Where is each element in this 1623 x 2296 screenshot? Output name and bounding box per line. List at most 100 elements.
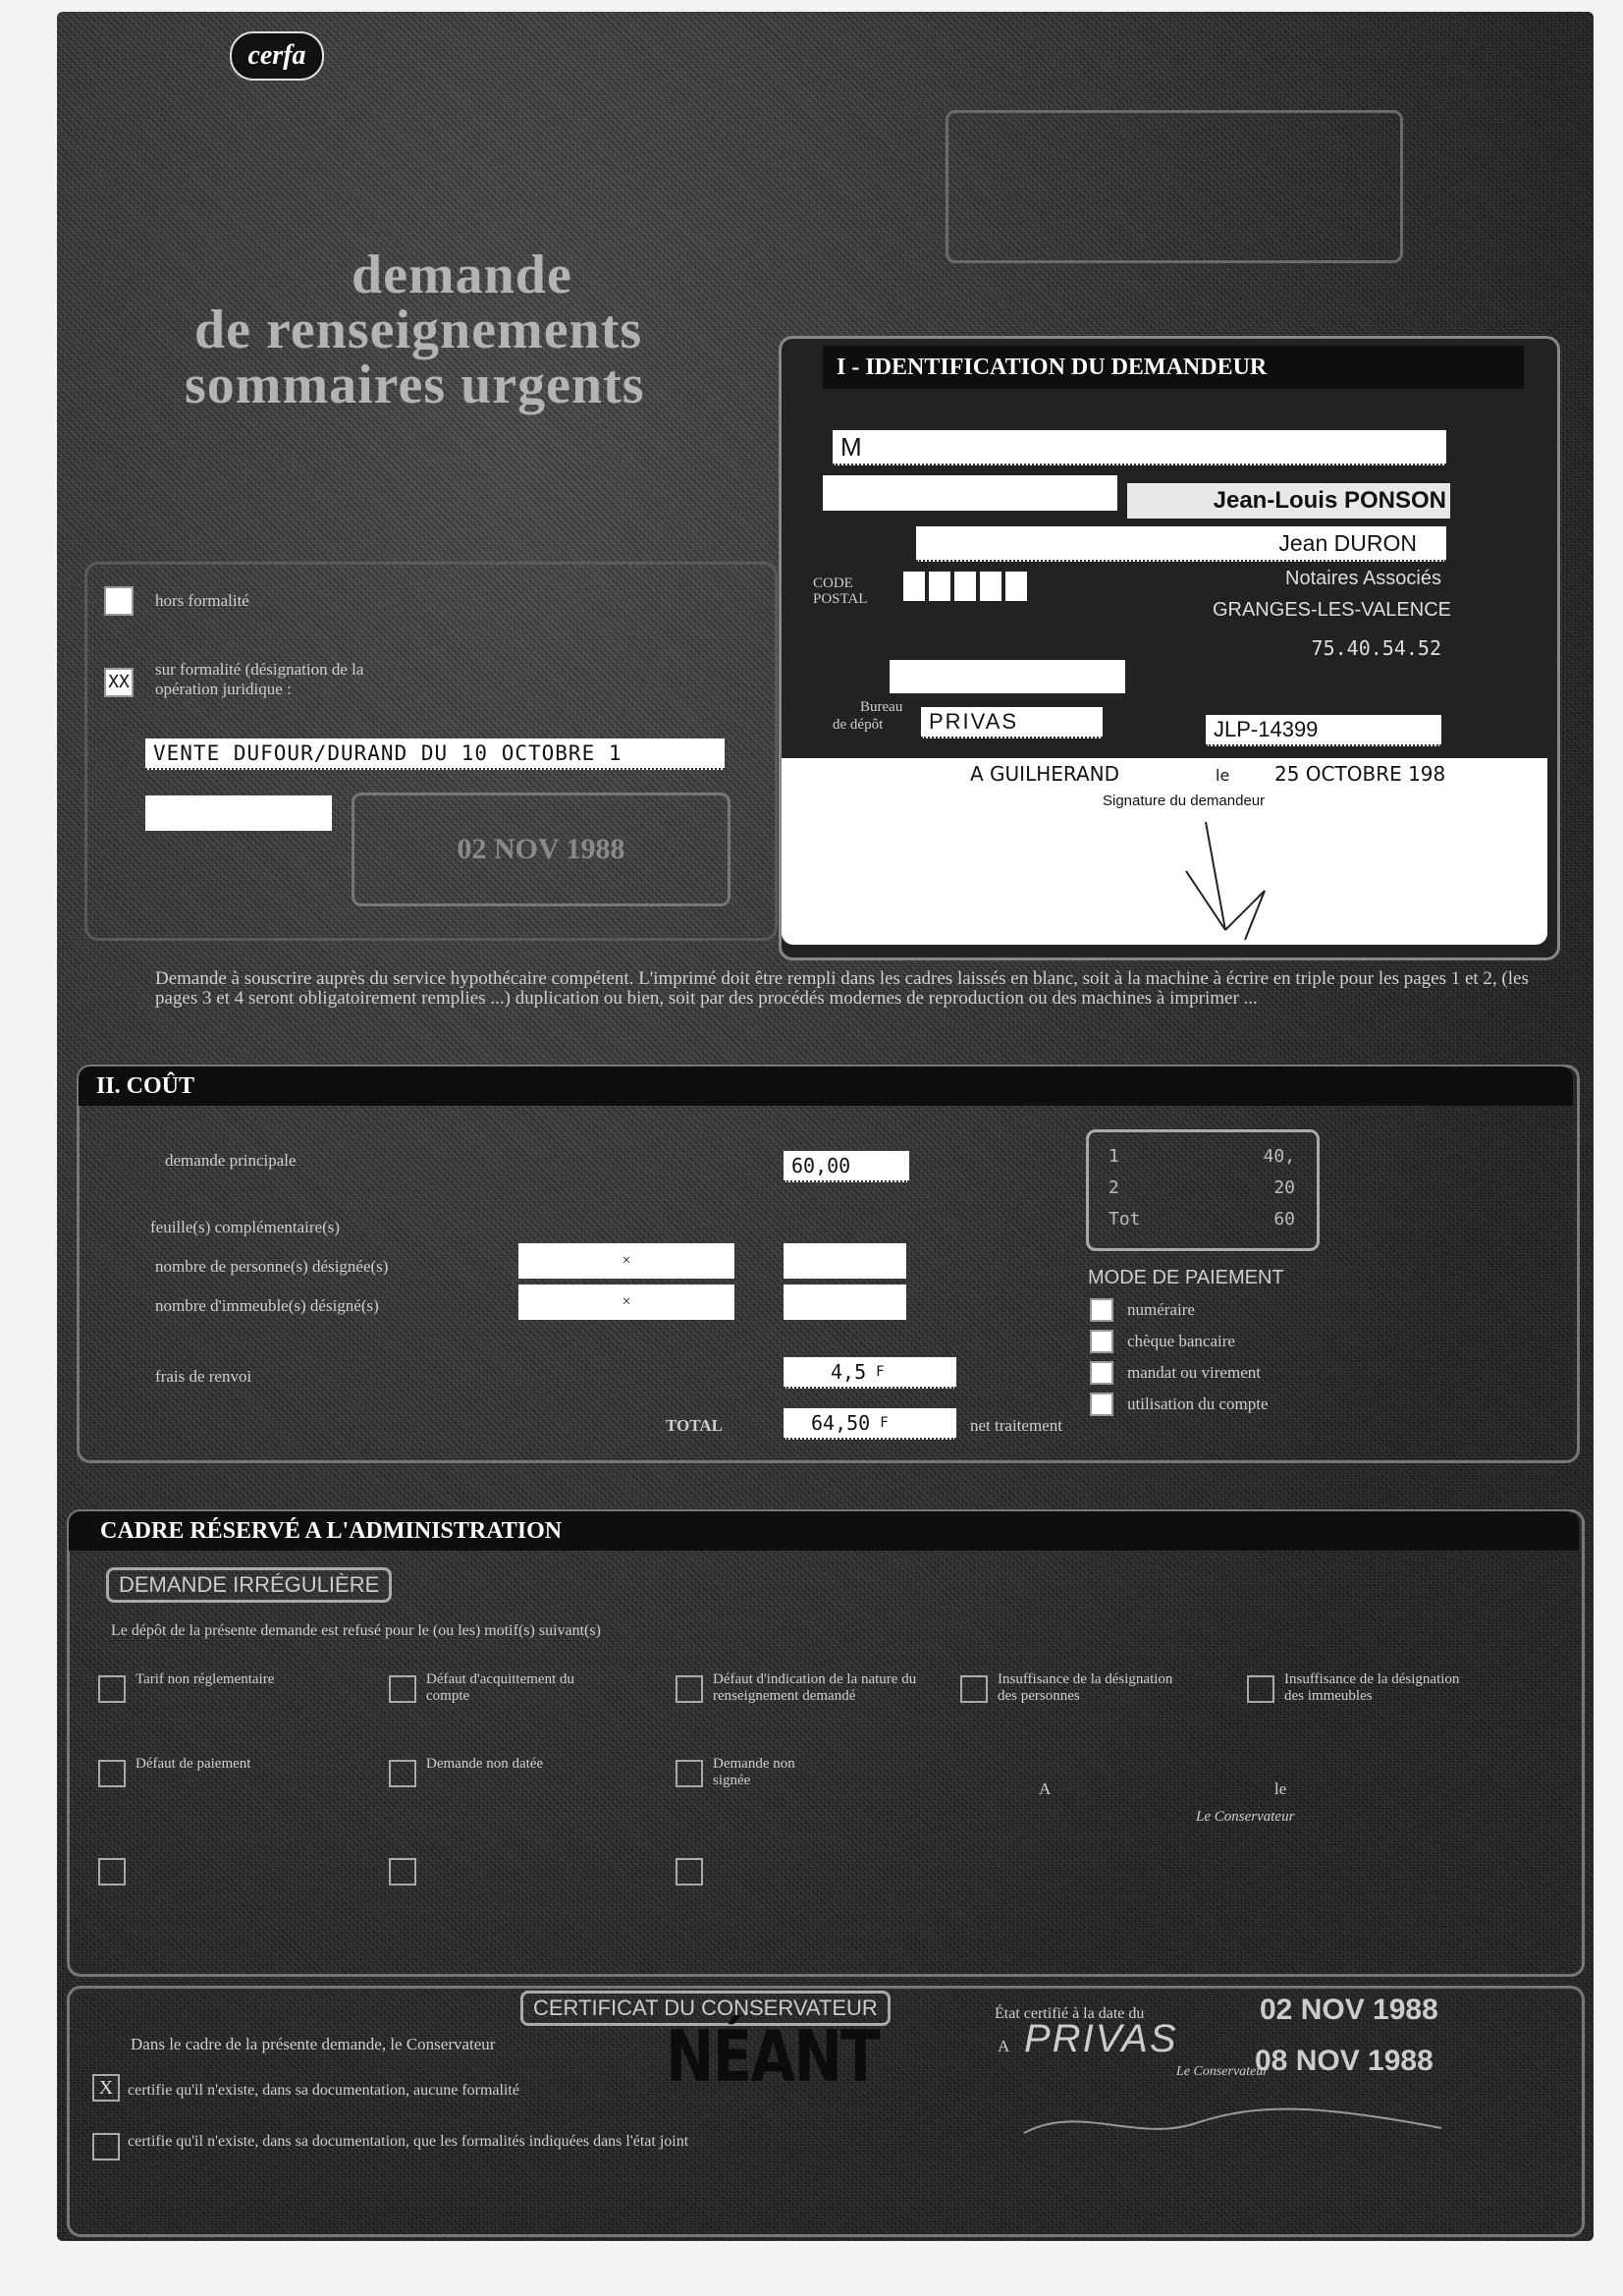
code-postal-label: CODE POSTAL [813, 575, 868, 607]
admin-a-label: A [1039, 1779, 1052, 1798]
reason-checkbox-0[interactable] [98, 1675, 126, 1703]
cert-conservateur-label: Le Conservateur [1176, 2064, 1269, 2079]
frais-currency: F [876, 1364, 885, 1380]
label-hors-formalite: hors formalité [155, 591, 249, 610]
name2-text: Jean DURON [1278, 529, 1417, 556]
admin-extra-checkbox[interactable] [676, 1858, 703, 1886]
mult-sign: × [622, 1252, 631, 1269]
cert-place: PRIVAS [1024, 2017, 1178, 2060]
depot-label: de dépôt [833, 717, 884, 733]
city-text: GRANGES-LES-VALENCE [1212, 599, 1451, 621]
left-request-box [84, 562, 778, 941]
name1-field[interactable]: Jean-Louis PONSON [1127, 483, 1450, 519]
cp-digit-box[interactable] [903, 572, 925, 601]
cp-digit-box[interactable] [954, 572, 976, 601]
code-postal-boxes[interactable] [903, 572, 1027, 601]
mode-numeraire-checkbox[interactable] [1090, 1298, 1113, 1322]
label-sur-formalite-line2: opération juridique : [155, 680, 292, 698]
depot-field[interactable]: PRIVAS [921, 707, 1103, 738]
admin-title: CADRE RÉSERVÉ A L'ADMINISTRATION [69, 1511, 1579, 1551]
reason-checkbox-3[interactable] [960, 1675, 988, 1703]
title-line-2: de renseignements [194, 300, 643, 360]
title-line-3: sommaires urgents [185, 355, 645, 415]
cost-stamp-val: 40, [1263, 1146, 1295, 1167]
total-value: 64,50 [811, 1411, 871, 1435]
cert-option2-checkbox[interactable] [92, 2133, 120, 2160]
le-label: le [1216, 766, 1230, 785]
phone-text: 75.40.54.52 [1311, 636, 1441, 660]
mode-cheque-label: chèque bancaire [1127, 1332, 1235, 1350]
form-page: cerfa demande de renseignements sommaire… [57, 12, 1594, 2241]
mode-mandat-checkbox[interactable] [1090, 1361, 1113, 1385]
label-sur-formalite: sur formalité (désignation de la opérati… [155, 660, 363, 699]
tel-field[interactable] [890, 660, 1125, 693]
total-label: TOTAL [666, 1416, 723, 1435]
cost-stamp-row: 2 20 [1109, 1177, 1295, 1198]
checkbox-hors-formalite[interactable] [104, 586, 134, 616]
admin-conservateur-label: Le Conservateur [1196, 1809, 1295, 1825]
cert-option1-checkbox[interactable]: X [92, 2074, 120, 2102]
immeubles-calc-field[interactable]: × [518, 1285, 734, 1320]
checkbox-sur-formalite[interactable]: XX [104, 668, 134, 697]
checkbox-mark: XX [108, 672, 130, 692]
operation-juridique-field[interactable]: VENTE DUFOUR/DURAND DU 10 OCTOBRE 1 [145, 738, 725, 770]
name-field-blank[interactable] [823, 475, 1117, 511]
mult-sign: × [622, 1293, 631, 1310]
instructions-text: Demande à souscrire auprès du service hy… [155, 968, 1529, 1009]
cerfa-logo: cerfa [230, 31, 324, 81]
frais-value: 4,5 [831, 1360, 867, 1384]
cost-panel [77, 1065, 1580, 1463]
certificate-panel [67, 1986, 1585, 2237]
admin-extra-checkbox[interactable] [98, 1858, 126, 1886]
name2-field[interactable]: Jean DURON [916, 526, 1446, 562]
reason-label-6: Demande non datée [426, 1756, 544, 1772]
demande-principale-field[interactable]: 60,00 [784, 1151, 909, 1182]
demande-irreguliere-label: DEMANDE IRRÉGULIÈRE [106, 1567, 393, 1603]
reason-checkbox-6[interactable] [389, 1760, 416, 1787]
cp-digit-box[interactable] [929, 572, 950, 601]
signature-scribble-icon [1185, 821, 1266, 941]
total-field[interactable]: 64,50 F [784, 1408, 956, 1440]
mode-numeraire-label: numéraire [1127, 1300, 1195, 1319]
reason-label-0: Tarif non réglementaire [135, 1671, 275, 1687]
signature-area[interactable] [782, 758, 1547, 945]
cert-a-label: A [998, 2037, 1010, 2055]
m-field[interactable]: M [833, 430, 1446, 465]
reason-checkbox-5[interactable] [98, 1760, 126, 1787]
m-label: M [840, 431, 862, 462]
mode-compte-label: utilisation du compte [1127, 1394, 1269, 1413]
feuilles-label: feuille(s) complémentaire(s) [150, 1218, 341, 1236]
admin-extra-checkbox[interactable] [389, 1858, 416, 1886]
reason-checkbox-7[interactable] [676, 1760, 703, 1787]
cost-stamp-val: 60 [1273, 1209, 1295, 1230]
cost-stamp-key: 2 [1109, 1177, 1119, 1198]
neant-stamp: NÉANT [666, 2015, 881, 2098]
cp-digit-box[interactable] [980, 572, 1001, 601]
reason-checkbox-1[interactable] [389, 1675, 416, 1703]
reference-field[interactable]: JLP-14399 [1206, 715, 1441, 746]
personnes-calc-field[interactable]: × [518, 1243, 734, 1279]
cert-signature-scribble-icon [1023, 2107, 1442, 2134]
blank-field[interactable] [145, 795, 332, 831]
reason-label-3: Insuffisance de la désignation des perso… [998, 1671, 1173, 1704]
cert-option1-mark: X [98, 2077, 114, 2099]
admin-panel [67, 1509, 1585, 1977]
label-sur-formalite-line1: sur formalité (désignation de la [155, 660, 364, 679]
reason-checkbox-2[interactable] [676, 1675, 703, 1703]
cert-option2-label: certifie qu'il n'existe, dans sa documen… [128, 2133, 689, 2150]
mode-cheque-checkbox[interactable] [1090, 1330, 1113, 1353]
form-title: demande de renseignements sommaires urge… [185, 247, 645, 412]
cost-stamp-row: 1 40, [1109, 1146, 1295, 1167]
total-note: net traitement [970, 1416, 1062, 1435]
cert-intro: Dans le cadre de la présente demande, le… [131, 2035, 496, 2053]
reason-label-7: Demande non signée [713, 1756, 795, 1788]
total-currency: F [880, 1415, 889, 1431]
mode-compte-checkbox[interactable] [1090, 1393, 1113, 1416]
frais-field[interactable]: 4,5 F [784, 1357, 956, 1389]
reason-label-4: Insuffisance de la désignation des immeu… [1284, 1671, 1460, 1704]
notaires-text: Notaires Associés [1285, 568, 1441, 589]
personnes-total-field[interactable] [784, 1243, 906, 1279]
cp-digit-box[interactable] [1005, 572, 1027, 601]
immeubles-total-field[interactable] [784, 1285, 906, 1320]
reason-checkbox-4[interactable] [1247, 1675, 1274, 1703]
